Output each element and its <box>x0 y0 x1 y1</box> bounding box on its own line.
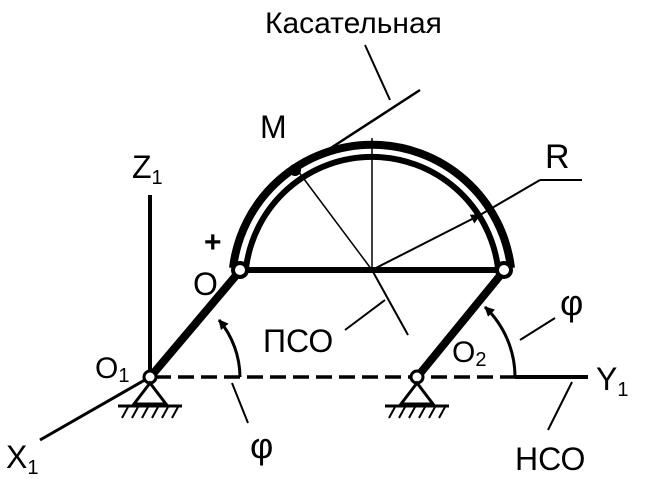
o2-sub: 2 <box>475 349 486 371</box>
radius-arrow-r <box>371 214 481 271</box>
point-m-label: M <box>260 109 287 145</box>
x1-label: X1 <box>6 439 38 479</box>
nso-leader <box>547 381 573 431</box>
pso-label: ПСО <box>263 323 333 359</box>
phi-right-label: φ <box>560 282 583 323</box>
x1-axis <box>39 375 151 442</box>
tangent-line <box>299 88 421 170</box>
pso-leader <box>344 299 386 331</box>
phi-bottom-label: φ <box>250 425 273 466</box>
link-o2-right <box>414 269 507 379</box>
radius-line-to-m <box>297 170 373 271</box>
o1-label: O1 <box>95 352 129 387</box>
x1-sub: 1 <box>27 457 38 479</box>
angle-arc-left <box>217 319 242 378</box>
phi-bottom-leader <box>231 382 249 424</box>
support-o2 <box>385 380 449 419</box>
nso-label: НСО <box>515 441 585 477</box>
joint-right <box>495 261 513 279</box>
y1-main: Y <box>596 361 617 397</box>
o2-label: O2 <box>452 336 486 371</box>
phi-right-leader <box>519 317 556 341</box>
plus-label: + <box>204 226 222 259</box>
o2-main: O <box>452 336 475 369</box>
origin-o-label: O <box>193 266 218 302</box>
link-o1-o <box>148 269 243 378</box>
normal-line-extension <box>371 269 409 336</box>
o1-sub: 1 <box>118 365 129 387</box>
x1-main: X <box>6 439 27 475</box>
angle-arc-right <box>483 305 517 378</box>
tangent-label: Касательная <box>265 7 442 40</box>
joint-o <box>231 261 249 279</box>
y1-label: Y1 <box>596 361 628 401</box>
z1-label: Z1 <box>132 149 163 189</box>
tangent-leader <box>364 44 391 101</box>
support-o1 <box>118 380 182 419</box>
z1-sub: 1 <box>152 167 163 189</box>
z1-main: Z <box>132 149 152 185</box>
radius-label: R <box>545 138 570 176</box>
y1-sub: 1 <box>617 379 628 401</box>
r-leader <box>479 179 541 216</box>
point-m-dot <box>289 164 301 176</box>
o1-main: O <box>95 352 118 385</box>
